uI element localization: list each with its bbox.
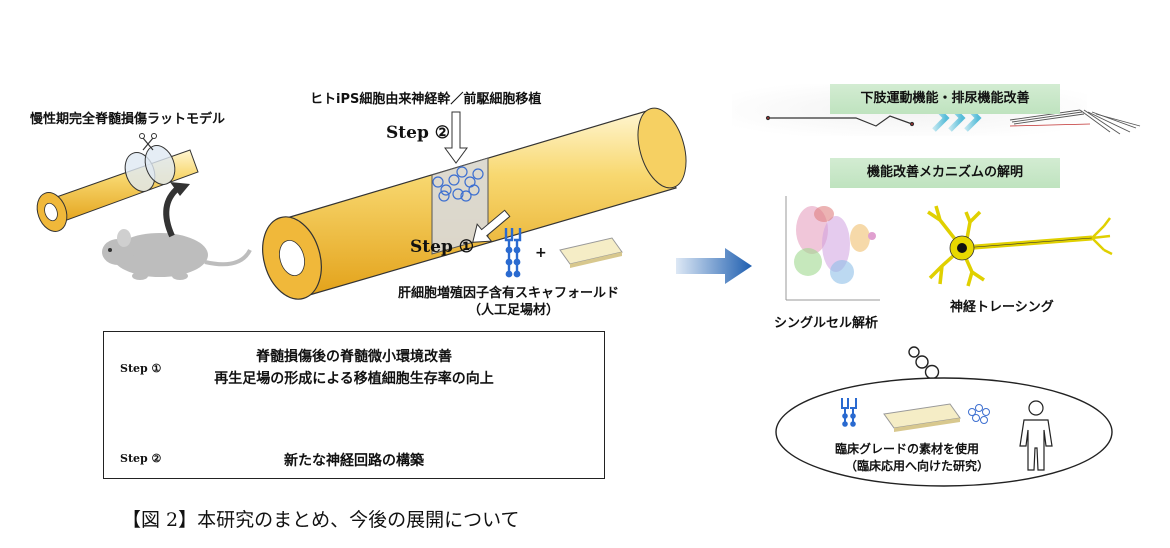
human-figure-icon: [1019, 400, 1053, 471]
gait-trace-before-icon: [765, 115, 915, 127]
summary-box: Step ① 脊髄損傷後の脊髄微小環境改善 再生足場の形成による移植細胞生存率の…: [103, 331, 605, 479]
plus-sign: +: [535, 245, 547, 261]
future-label-line2: （臨床応用へ向けた研究）: [845, 459, 990, 473]
clinical-hgf-icon: [841, 398, 857, 427]
summary-step1-line1: 脊髄損傷後の脊髄微小環境改善: [256, 349, 452, 365]
transplanted-cells-icon: [432, 166, 484, 202]
hgf-molecule-icon: [504, 228, 522, 278]
future-label-line1: 臨床グレードの素材を使用: [835, 442, 980, 456]
figure-caption: 【図 2】本研究のまとめ、今後の展開について: [122, 509, 520, 531]
small-spinal-cord: [36, 145, 199, 232]
scaffold-label-line1: 肝細胞増殖因子含有スキャフォールド: [398, 286, 620, 301]
large-spinal-cord: [262, 107, 687, 300]
step1-arrow-icon: [472, 209, 511, 243]
scissors-icon: [139, 133, 157, 151]
single-cell-plot-icon: [785, 196, 880, 301]
gait-trace-after-icon: [1009, 109, 1141, 135]
summary-step1-line2: 再生足場の形成による移植細胞生存率の向上: [214, 371, 494, 387]
transplant-label: ヒトiPS細胞由来神経幹／前駆細胞移植: [310, 92, 542, 107]
single-cell-label: シングルセル解析: [774, 316, 879, 331]
clinical-scaffold-icon: [883, 403, 961, 432]
scaffold-label-line2: （人工足場材）: [468, 303, 560, 318]
outcome-banner-motor: 下肢運動機能・排尿機能改善: [830, 84, 1060, 114]
curved-arrow-icon: [163, 185, 181, 238]
rat-icon: [102, 229, 252, 280]
summary-step2-tag: Step ②: [120, 452, 162, 465]
outcome-banner-mechanism: 機能改善メカニズムの解明: [830, 158, 1060, 188]
summary-step2-text: 新たな神経回路の構築: [284, 453, 424, 469]
step1-label: Step ①: [410, 237, 474, 257]
step2-arrow-icon: [444, 111, 468, 164]
scaffold-pad-icon: [559, 237, 623, 268]
neuron-icon: [927, 205, 1113, 287]
clinical-cells-icon: [968, 404, 990, 424]
rat-model-label: 慢性期完全脊髄損傷ラットモデル: [30, 112, 226, 127]
thought-bubble-icon: [908, 346, 940, 380]
neural-tracing-label: 神経トレーシング: [950, 300, 1054, 315]
progress-arrow-icon: [676, 248, 752, 284]
summary-step1-tag: Step ①: [120, 362, 162, 375]
step2-label: Step ②: [386, 123, 450, 143]
